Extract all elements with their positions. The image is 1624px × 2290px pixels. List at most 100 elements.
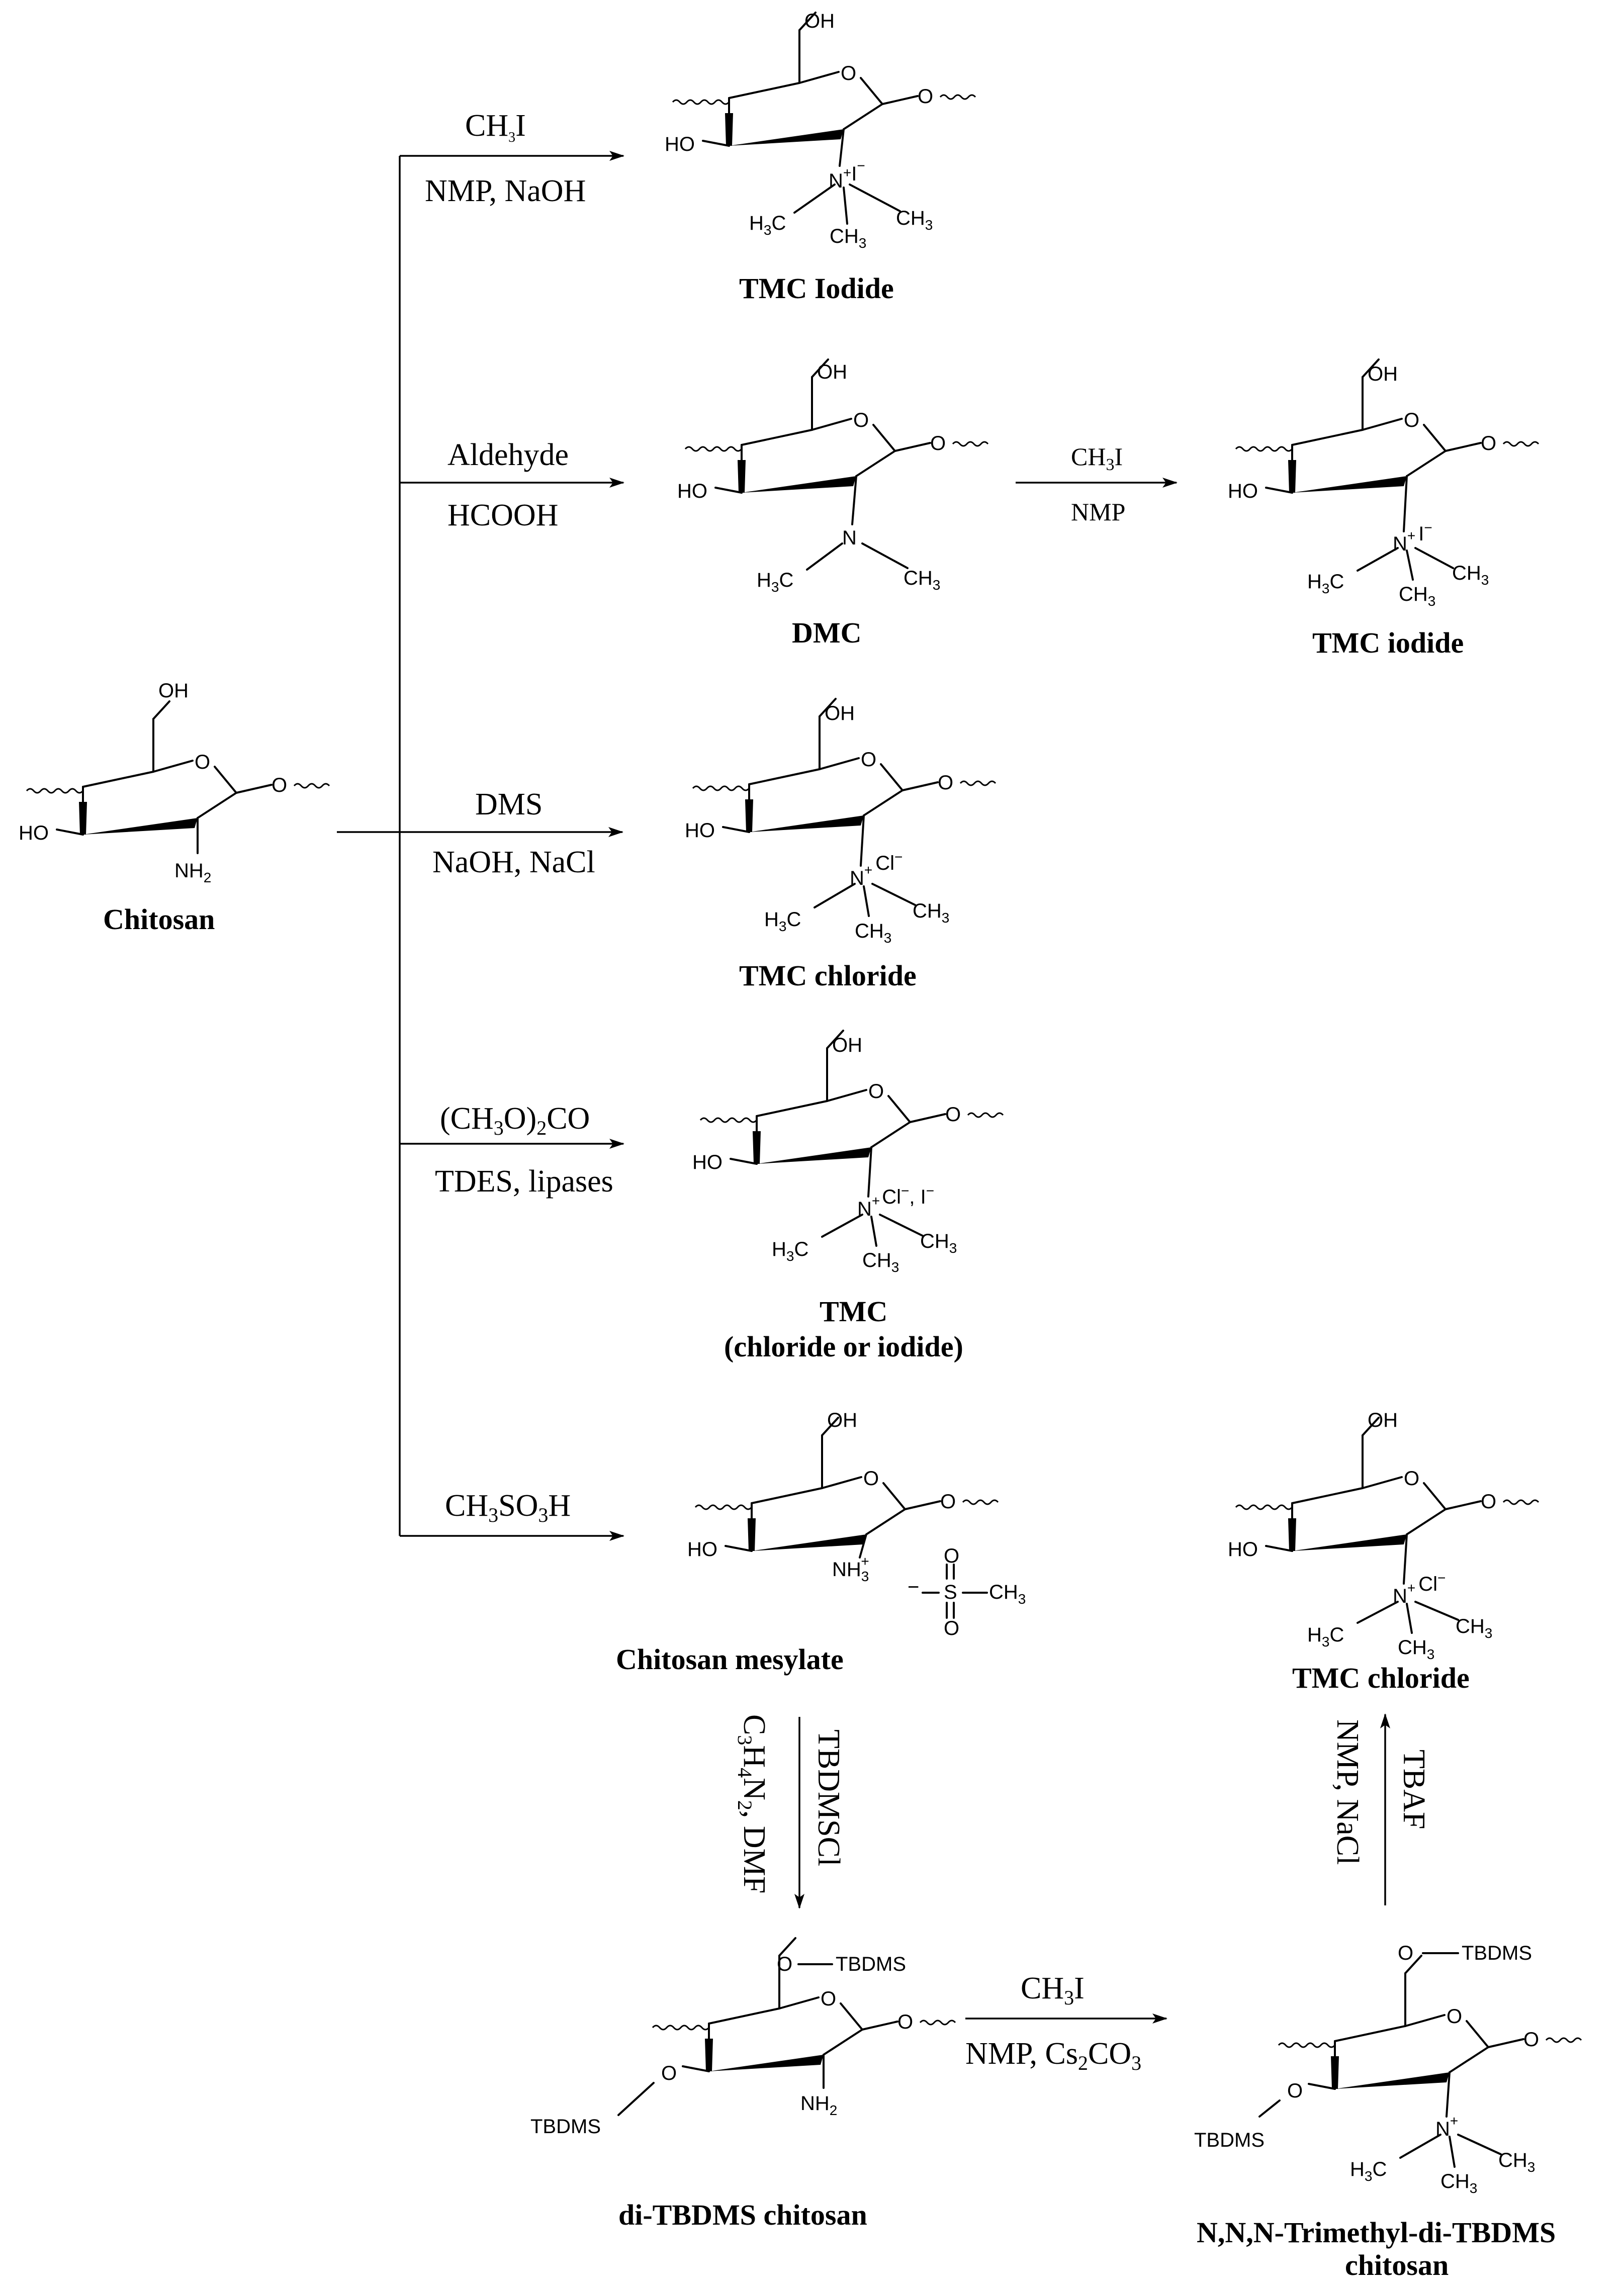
svg-text:O: O <box>868 1080 884 1103</box>
svg-text:H3C: H3C <box>772 1238 808 1264</box>
svg-text:H3C: H3C <box>764 908 801 934</box>
svg-text:HO: HO <box>687 1538 717 1561</box>
name-tmc-chloride-2: TMC chloride <box>1292 1662 1470 1694</box>
svg-text:CH3: CH3 <box>1452 562 1489 588</box>
svg-text:N: N <box>842 527 857 549</box>
svg-text:OH: OH <box>1368 363 1398 385</box>
r3-below: NaOH, NaCl <box>432 845 595 879</box>
r6-right: TBDMSCl <box>811 1729 846 1866</box>
svg-text:CH3: CH3 <box>830 225 866 251</box>
svg-text:CH3: CH3 <box>862 1249 899 1275</box>
compound-dmc: OH O O HO N H3C CH3 DMC <box>677 358 989 649</box>
svg-text:O: O <box>1523 2029 1539 2051</box>
r3-above: DMS <box>475 787 543 821</box>
svg-text:O: O <box>661 2062 677 2084</box>
r4-above: (CH3O)2CO <box>440 1102 590 1139</box>
svg-text:CH3: CH3 <box>1399 583 1435 609</box>
svg-text:OH: OH <box>158 680 189 702</box>
svg-text:N+Cl−: N+Cl− <box>1393 1570 1446 1607</box>
svg-text:N+I−: N+I− <box>829 158 865 192</box>
svg-text:N+Cl−, I−: N+Cl−, I− <box>857 1183 934 1220</box>
compound-tmc-chloride-2: OH O O HO N+Cl− H3C CH3 CH3 TMC chloride <box>1228 1409 1540 1694</box>
r8-left: NMP, NaCl <box>1330 1719 1365 1865</box>
reaction-conditions: CH3I NMP, NaOH Aldehyde HCOOH CH3I NMP D… <box>425 109 1431 2074</box>
svg-text:CH3: CH3 <box>855 920 891 946</box>
svg-text:H3C: H3C <box>757 569 793 595</box>
r7-below: NMP, Cs2CO3 <box>965 2037 1141 2074</box>
svg-text:H3C: H3C <box>1350 2158 1387 2184</box>
svg-text:OH: OH <box>1368 1409 1398 1431</box>
svg-text:TBDMS: TBDMS <box>1194 2129 1265 2151</box>
compound-chitosan-mesylate: OH O O HO NH3+ − S O O CH3 Chitosan mesy… <box>616 1409 1026 1676</box>
r1-above: CH3I <box>465 109 526 145</box>
r6-left: C3H4N2, DMF <box>734 1714 771 1893</box>
svg-text:O: O <box>1404 409 1419 431</box>
svg-text:O: O <box>1447 2005 1462 2028</box>
svg-text:NH2: NH2 <box>800 2092 837 2118</box>
svg-text:CH3: CH3 <box>1456 1615 1492 1641</box>
svg-text:O: O <box>1404 1468 1419 1490</box>
svg-text:HO: HO <box>665 133 695 155</box>
compound-tmc-chloride-1: OH O O HO N+Cl− H3C CH3 CH3 TMC chloride <box>685 698 997 992</box>
svg-text:O: O <box>272 774 287 796</box>
svg-text:CH3: CH3 <box>896 207 933 233</box>
svg-text:O: O <box>1481 1491 1496 1513</box>
compound-di-tbdms: O TBDMS O O O TBDMS NH2 di-TBDMS chitosa… <box>530 1937 956 2231</box>
svg-text:O: O <box>821 1988 836 2010</box>
svg-text:CH3: CH3 <box>1398 1636 1434 1662</box>
r2-below: HCOOH <box>447 498 558 532</box>
svg-text:S: S <box>944 1581 957 1603</box>
svg-text:HO: HO <box>692 1151 723 1173</box>
compound-trimethyl-di-tbdms: O TBDMS O O O TBDMS N+ H3C CH3 CH3 N,N,N… <box>1194 1942 1582 2281</box>
r8-right: TBAF <box>1397 1750 1431 1829</box>
branch-lines <box>337 151 1390 2024</box>
svg-text:HO: HO <box>1228 1538 1258 1561</box>
svg-text:NH3+: NH3+ <box>832 1553 869 1584</box>
name-tmc-mixed-2: (chloride or iodide) <box>724 1330 963 1363</box>
name-tmc-chloride-1: TMC chloride <box>739 959 917 992</box>
svg-text:H3C: H3C <box>1307 1624 1344 1650</box>
svg-text:O: O <box>1287 2080 1303 2102</box>
r5-above: CH3SO3H <box>445 1489 571 1526</box>
svg-text:OH: OH <box>832 1034 862 1056</box>
r7-above: CH3I <box>1021 1971 1085 2009</box>
svg-text:HO: HO <box>685 819 715 842</box>
svg-text:O: O <box>853 409 869 431</box>
name-trimethyl-di-tbdms-2: chitosan <box>1345 2249 1449 2281</box>
r2-above: Aldehyde <box>447 438 569 472</box>
svg-text:H3C: H3C <box>749 212 786 238</box>
name-tmc-iodide-2: TMC iodide <box>1312 626 1464 659</box>
svg-text:O: O <box>863 1468 879 1490</box>
svg-text:O: O <box>897 2011 913 2033</box>
svg-text:O: O <box>938 772 953 794</box>
svg-text:O: O <box>195 751 210 773</box>
compound-tmc-iodide-1: OH O O HO N+I− H3C CH3 CH3 TMC Iodide <box>665 10 976 305</box>
svg-text:CH3: CH3 <box>1440 2170 1477 2196</box>
name-di-tbdms: di-TBDMS chitosan <box>618 2199 867 2231</box>
svg-text:HO: HO <box>19 822 49 844</box>
svg-text:N+Cl−: N+Cl− <box>850 849 903 889</box>
compound-chitosan: OH O O HO NH2 Chitosan <box>19 680 330 936</box>
svg-text:O: O <box>841 62 856 84</box>
svg-text:CH3: CH3 <box>920 1230 957 1256</box>
svg-text:O: O <box>940 1491 956 1513</box>
svg-text:NH2: NH2 <box>174 860 211 885</box>
svg-text:TBDMS: TBDMS <box>530 2116 601 2138</box>
name-tmc-iodide-1: TMC Iodide <box>739 272 894 305</box>
svg-text:CH3: CH3 <box>904 567 940 593</box>
compound-tmc-mixed: OH O O HO N+Cl−, I− H3C CH3 CH3 TMC (chl… <box>692 1030 1004 1363</box>
svg-text:HO: HO <box>1228 480 1258 502</box>
svg-text:O: O <box>1398 1942 1413 1964</box>
svg-text:O: O <box>861 749 876 771</box>
svg-text:CH3: CH3 <box>1498 2149 1535 2175</box>
svg-text:O: O <box>930 432 946 454</box>
r2b-below: NMP <box>1071 498 1125 526</box>
svg-text:O: O <box>944 1617 959 1639</box>
r2b-above: CH3I <box>1071 442 1123 474</box>
svg-text:TBDMS: TBDMS <box>836 1953 906 1975</box>
svg-text:TBDMS: TBDMS <box>1462 1942 1532 1964</box>
name-dmc: DMC <box>792 616 862 649</box>
svg-text:CH3: CH3 <box>913 900 949 926</box>
svg-text:OH: OH <box>817 361 847 383</box>
